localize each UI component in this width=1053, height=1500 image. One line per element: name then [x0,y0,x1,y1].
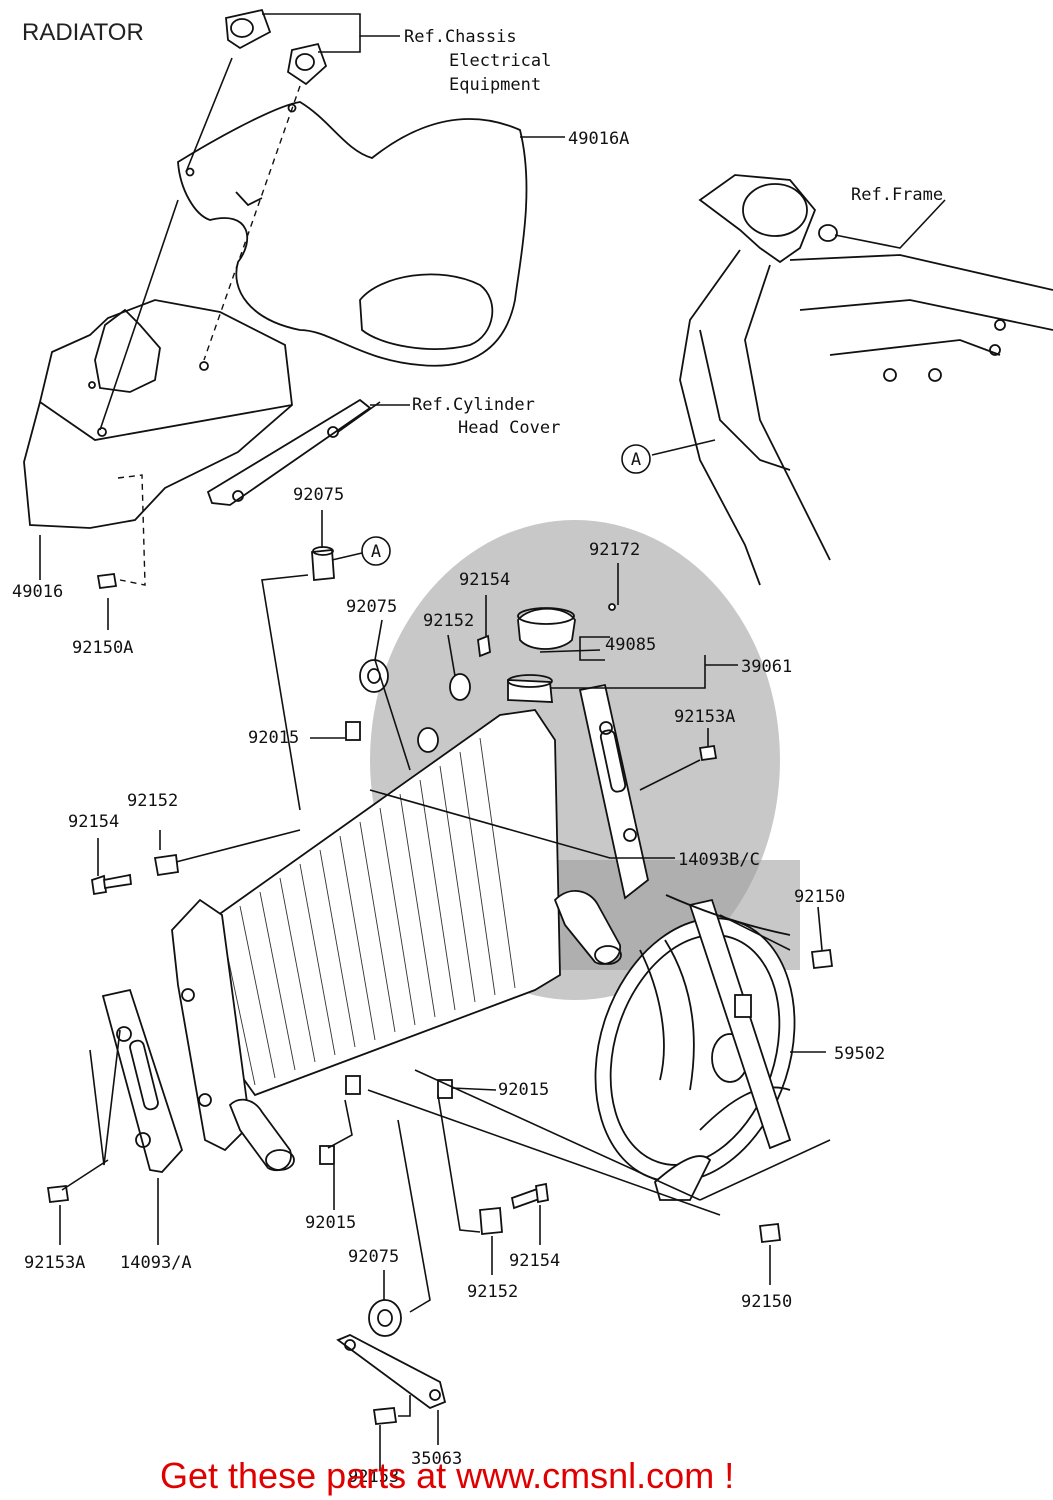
label-49085: 49085 [605,635,656,655]
ref-frame: Ref.Frame [851,185,943,205]
label-92152-upper: 92152 [423,611,474,631]
label-92154-upper: 92154 [459,570,510,590]
ref-cylinder-line2: Head Cover [458,418,560,438]
label-92172: 92172 [589,540,640,560]
reference-marker-a-frame: A [621,444,651,474]
promo-banner[interactable]: Get these parts at www.cmsnl.com ! [160,1455,734,1496]
bolt-92150A [96,572,118,590]
side-bracket-14093-left [101,988,184,1173]
radiator-cover-49016 [23,299,293,580]
label-92152-bottom: 92152 [467,1282,518,1302]
ref-cylinder-line1: Ref.Cylinder [412,395,535,415]
bolt-92150-right [810,949,834,969]
label-92150-bottom: 92150 [741,1292,792,1312]
fasteners [46,546,834,1425]
radiator-fins [219,737,516,1086]
label-49016: 49016 [12,582,63,602]
bolt-92150-bottom [758,1223,782,1243]
side-bracket-14093-right [578,683,650,900]
label-59502: 59502 [834,1044,885,1064]
chassis-connectors [225,8,400,86]
grommet-92075-top [311,546,335,581]
bolt-92154-upper [477,634,491,658]
label-92075-mid: 92075 [346,597,397,617]
label-92150A: 92150A [72,638,133,658]
collar-92152-bottom [479,1207,503,1235]
bolt-92154-bottom [510,1182,549,1210]
mounting-guide-lines [99,57,301,586]
bracket-35063 [336,1334,447,1410]
bolt-92154-left [91,873,132,896]
collar-92152-upper [417,673,471,753]
label-92154-left: 92154 [68,812,119,832]
marker-a-radiator-label: A [371,542,381,562]
label-92154-bottom: 92154 [509,1251,560,1271]
marker-a-frame-label: A [631,450,641,470]
air-duct-49016A [177,101,565,367]
reference-marker-a-radiator: A [361,536,391,566]
filler-neck-39061 [507,674,553,703]
label-49016A: 49016A [568,129,629,149]
cooling-fan-59502 [594,894,796,1201]
bolt-92153-bottom [372,1407,398,1425]
collar-92152-left [153,853,179,877]
radiator-cap-49085 [517,607,576,650]
ref-chassis-line1: Ref.Chassis [404,27,517,47]
ref-chassis-line2: Electrical [449,51,551,71]
grommet-92075-bottom [368,1299,402,1337]
label-92015-upper: 92015 [248,728,299,748]
reference-labels: Ref.Chassis Electrical Equipment Ref.Fra… [404,27,943,438]
label-92015-lower: 92015 [498,1080,549,1100]
label-92152-left: 92152 [127,791,178,811]
label-92075-top: 92075 [293,485,344,505]
label-35063: 35063 [411,1449,462,1469]
cylinder-head-bracket [206,398,410,506]
leader-lines [59,401,831,1470]
label-92153-bottom: 92153 [348,1467,399,1487]
label-92075-bottom: 92075 [348,1247,399,1267]
screw-92172 [608,603,616,611]
label-92153A-left: 92153A [24,1253,85,1273]
diagram-title: RADIATOR [22,19,144,46]
label-39061: 39061 [741,657,792,677]
label-92153A-right: 92153A [674,707,735,727]
label-92150-right: 92150 [794,887,845,907]
label-92015-bottom: 92015 [305,1213,356,1233]
label-14093BC: 14093B/C [678,850,760,870]
label-14093A: 14093/A [120,1253,192,1273]
bolt-92153A-right [698,744,718,762]
frame [651,174,1053,586]
part-number-labels: 49016A 49016 92150A 92075 92154 92172 92… [12,129,885,1487]
ref-chassis-line3: Equipment [449,75,541,95]
radiator-core [171,709,622,1172]
